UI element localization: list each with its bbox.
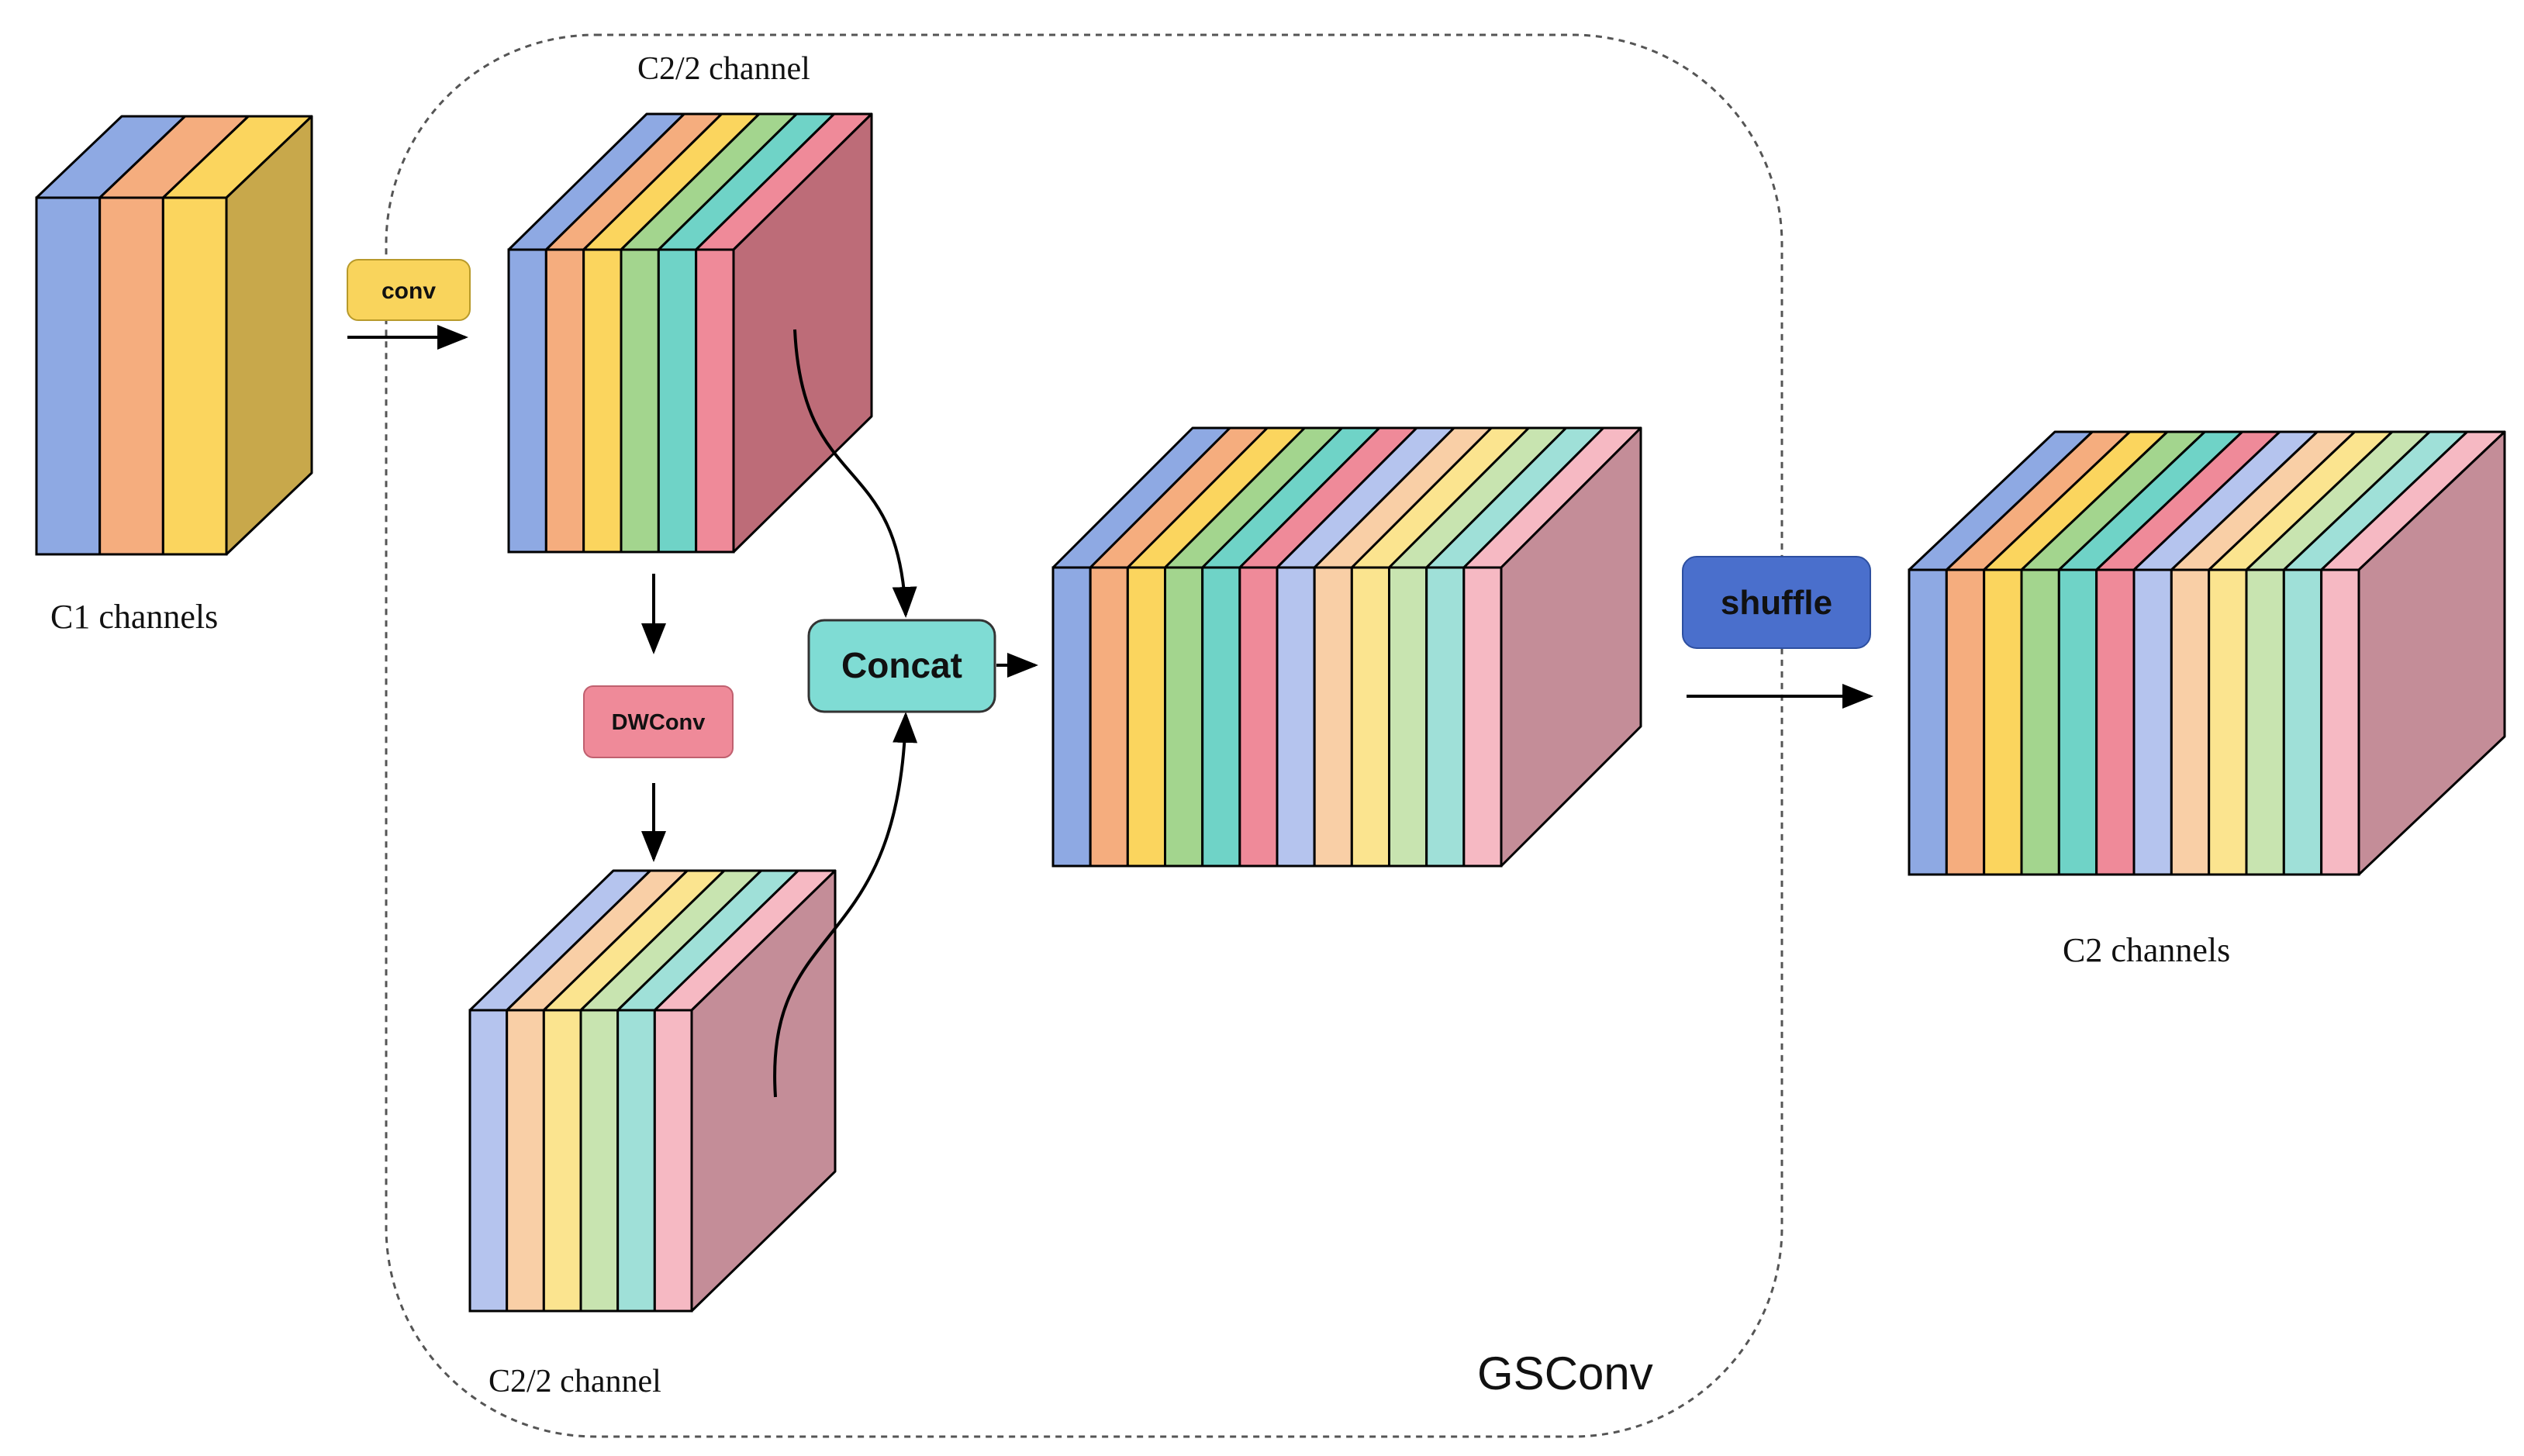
c2-half-top-label: C2/2 channel — [637, 51, 810, 87]
channel-slice-front — [695, 248, 735, 554]
channel-slice-front — [582, 248, 623, 554]
c1-channels-label: C1 channels — [50, 598, 218, 636]
channel-slice-front — [1908, 568, 1948, 876]
dwconv-label: DWConv — [612, 710, 706, 735]
dwconv-output-tensor-block — [468, 869, 837, 1313]
channel-slice-front — [468, 1009, 509, 1313]
channel-slice-front — [507, 248, 547, 554]
conv-op: conv — [347, 259, 471, 321]
channel-slice-front — [1313, 566, 1353, 868]
channel-slice-front — [35, 196, 102, 556]
channel-slice-front — [2057, 568, 2098, 876]
channel-slice-front — [542, 1009, 582, 1313]
dwconv-op: DWConv — [583, 685, 734, 758]
gsconv-label: GSConv — [1477, 1347, 1653, 1399]
shuffle-output-tensor-block — [1908, 430, 2506, 876]
channel-slice-front — [1462, 566, 1503, 868]
c1-tensor-block — [35, 115, 313, 556]
channel-slice-front — [2132, 568, 2173, 876]
c2-half-bottom-label: C2/2 channel — [489, 1364, 661, 1399]
channel-slice-front — [2208, 568, 2248, 876]
channel-slice-front — [1276, 566, 1316, 868]
channel-slice-front — [2320, 568, 2360, 876]
channel-slice-front — [161, 196, 228, 556]
concat-label: Concat — [841, 645, 962, 685]
c2-channels-label: C2 channels — [2063, 931, 2230, 969]
channel-slice-front — [657, 248, 698, 554]
channel-slice-front — [1238, 566, 1279, 868]
channel-slice-front — [98, 196, 164, 556]
channel-slice-front — [2245, 568, 2285, 876]
conv-output-tensor-block — [507, 112, 873, 554]
curve-arrow-bottom-to-concat — [773, 712, 918, 1098]
channel-slice-front — [653, 1009, 693, 1313]
channel-slice-front — [2282, 568, 2323, 876]
curve-arrow-top-to-concat — [793, 329, 917, 618]
channel-slice-front — [2170, 568, 2211, 876]
channel-slice-front — [2020, 568, 2060, 876]
channel-slice-front — [620, 248, 660, 554]
channel-slice-front — [2095, 568, 2136, 876]
channel-slice-front — [544, 248, 585, 554]
channel-slice-front — [1388, 566, 1428, 868]
channel-slice-front — [1164, 566, 1204, 868]
channel-slice-front — [506, 1009, 545, 1313]
channel-slice-front — [1051, 566, 1092, 868]
channel-slice-front — [1350, 566, 1391, 868]
channel-slice-front — [1425, 566, 1466, 868]
channel-slice-front — [1201, 566, 1241, 868]
concat-op: Concat — [807, 619, 996, 713]
channel-slice-front — [1983, 568, 2023, 876]
channel-slice-front — [1126, 566, 1167, 868]
channel-slice-front — [1945, 568, 1986, 876]
conv-label: conv — [382, 278, 436, 304]
channel-slice-front — [1089, 566, 1129, 868]
concat-output-tensor-block — [1051, 426, 1642, 868]
shuffle-label: shuffle — [1721, 584, 1832, 622]
gsconv-boundary — [385, 33, 1783, 1438]
channel-slice-front — [616, 1009, 656, 1313]
shuffle-op: shuffle — [1682, 556, 1871, 649]
channel-slice-front — [579, 1009, 620, 1313]
